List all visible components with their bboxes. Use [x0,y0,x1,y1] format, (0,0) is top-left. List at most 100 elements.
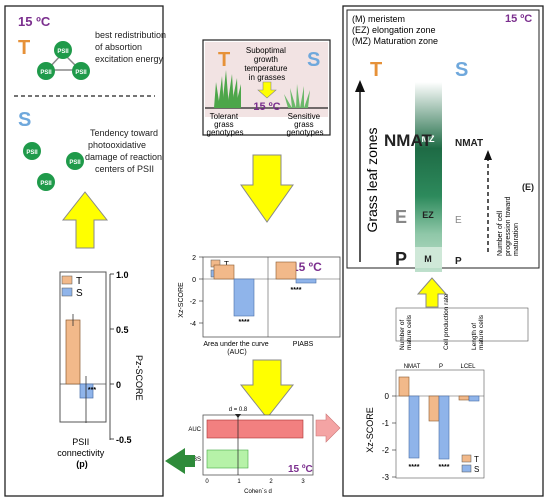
bar-piabs [206,449,249,469]
significance-marker: **** [239,319,250,326]
psii-label: PSII [40,181,52,187]
x-axis-label: Cohen´s d [244,489,272,495]
bar-s-p [438,395,450,460]
y-tick-label: -0.5 [116,435,132,445]
bar-auc [206,419,304,439]
legend-label-t: T [474,455,479,464]
psii-label: PSII [26,150,38,156]
y-tick-label: 0.5 [116,325,129,335]
legend-swatch-t [461,454,472,463]
psii-icon [72,62,90,80]
psii-label: PSII [40,70,52,76]
y-tick-label: -2 [190,299,196,306]
y-axis-label: Xz-SCORE [178,282,185,318]
x-label-auc: Area under the curve (AUC) [203,341,270,356]
x-tick-label: 0 [205,479,209,485]
x-tick-label: 1 [237,479,241,485]
up-arrow-icon [355,80,365,92]
center-chart-temp: 15 ºC [292,260,322,274]
bar-t-p [428,395,440,422]
zone-legend: (M) meristem (EZ) elongation zone (MZ) M… [352,14,438,46]
cohen-chart: d = 0.8 AUC PIABS 0 1 2 3 Cohen´s d 15 º… [183,407,314,495]
bar-s-nmat [408,395,420,459]
sensitive-caption: Sensitive grass genotypes [287,112,324,137]
legend-swatch-s [61,287,73,297]
e-sensitive: E [455,215,462,226]
tolerant-grass-icon [214,70,241,108]
y-tick-label: -1 [382,419,390,428]
legend-label-s: S [76,288,83,299]
y-tick-label: 2 [192,255,196,262]
leaf-icon [415,82,442,272]
y-axis-label: Xz-SCORE [365,407,375,453]
y-tick-label: 0 [192,277,196,284]
down-arrow-icon [257,81,277,99]
zone-label-m: M [424,254,432,264]
up-arrow-icon [484,150,492,160]
bar-t-nmat [398,376,410,397]
progression-letter: (E) [522,182,534,192]
down-arrow-icon [240,154,294,223]
sensitive-description: Tendency toward photooxidative damage of… [85,128,165,174]
right-temp-label: 15 ºC [505,13,532,25]
progression-text: Number of cell progression toward matura… [497,195,520,256]
x-tick-label: 3 [301,479,305,485]
bar-s-piabs [295,278,317,284]
psii-icon [37,173,55,191]
x-label-lcel: LCEL [460,364,476,370]
bar-t-piabs [275,261,297,280]
bar-s-auc [233,278,255,317]
psii-label: PSII [75,70,87,76]
right-tolerant-letter: T [370,59,382,81]
scenario-tolerant-letter: T [218,49,230,71]
legend-label-t: T [76,276,82,287]
up-arrow-icon [416,277,448,308]
scenario-title: Suboptimal growth temperature in grasses [244,46,289,82]
p-tolerant: P [395,249,407,269]
y-axis-label: Pz-SCORE [134,355,144,401]
psii-cluster-sensitive: PSII PSII PSII [23,142,84,191]
p-sensitive: P [455,256,462,267]
significance-marker: **** [439,464,450,471]
y-tick-label: -2 [382,446,390,455]
psii-label: PSII [69,160,81,166]
x-label-piabs: PIABS [293,341,314,348]
down-arrow-icon [239,359,295,419]
bar-t [65,319,81,385]
y-tick-label: 0 [116,380,121,390]
scenario-panel: T S Suboptimal growth temperature in gra… [202,39,331,137]
x-label-nmat: NMAT [404,364,421,370]
nmat-tolerant: NMAT [384,131,432,150]
significance-marker: **** [409,464,420,471]
col-label-nmat: Number of mature cells [399,314,413,350]
right-panel: (M) meristem (EZ) elongation zone (MZ) M… [342,5,544,497]
nmat-sensitive: NMAT [455,138,483,149]
sensitive-grass-icon [284,84,310,108]
y-tick-label: 1.0 [116,270,129,280]
psii-icon [66,152,84,170]
zone-label-mz: MZ [422,134,435,144]
tolerant-description: best redistribution of absortion excitat… [95,30,169,64]
zone-label-ez: EZ [422,210,434,220]
bar-t-lcel [458,395,470,401]
psii-connectivity-chart: T S *** 1.0 0.5 0 -0.5 Pz-SCORE PSII con… [57,270,144,469]
up-arrow-icon [61,191,109,249]
col-label-lcel: Length of mature cells [471,314,485,350]
significance-marker: *** [88,387,96,394]
scenario-temp: 15 ºC [253,101,280,113]
left-arrow-icon [165,448,195,474]
psii-icon [37,62,55,80]
left-temp-label: 15 ºC [18,14,51,29]
left-panel: 15 ºC T PSII PSII PSII best redistributi… [4,5,169,497]
tolerant-letter: T [18,37,30,59]
x-axis-label: PSII connectivity (p) [57,437,107,469]
x-label-p: P [439,364,443,370]
threshold-label: d = 0.8 [229,407,248,413]
center-chart: 15 ºC T S 2 0 -2 -4 Xz-SCORE **** **** A… [178,255,341,356]
significance-marker: **** [291,287,302,294]
leaf-axis-label: Grass leaf zones [364,127,380,232]
sensitive-letter: S [18,109,31,131]
column-header-frame [395,307,529,342]
right-chart: Number of mature cells Cell production r… [365,293,529,482]
